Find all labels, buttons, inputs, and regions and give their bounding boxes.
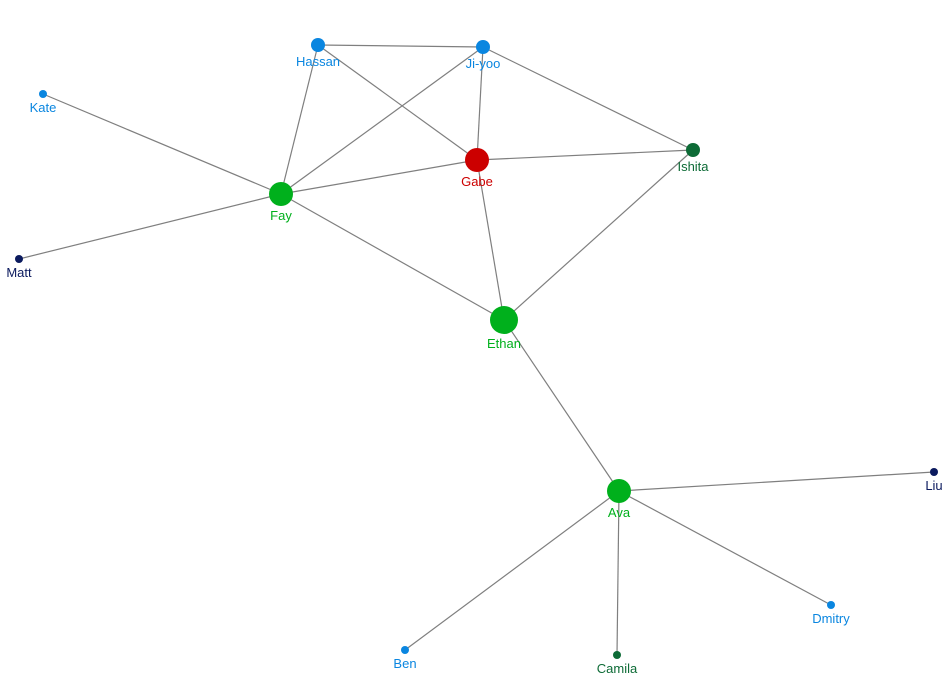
- node-label-hassan: Hassan: [296, 54, 340, 69]
- node-label-ben: Ben: [393, 656, 416, 671]
- node-hassan[interactable]: [311, 38, 325, 52]
- node-label-ava: Ava: [608, 505, 631, 520]
- edge-ava-camila: [616, 490, 620, 656]
- node-ethan[interactable]: [490, 306, 518, 334]
- node-label-jiyoo: Ji-yoo: [466, 56, 501, 71]
- edge-hassan-fay: [280, 44, 319, 195]
- node-label-dmitry: Dmitry: [812, 611, 850, 626]
- node-kate[interactable]: [39, 90, 47, 98]
- node-liu[interactable]: [930, 468, 938, 476]
- node-jiyoo[interactable]: [476, 40, 490, 54]
- node-ava[interactable]: [607, 479, 631, 503]
- node-label-ethan: Ethan: [487, 336, 521, 351]
- node-ishita[interactable]: [686, 143, 700, 157]
- edge-ava-dmitry: [618, 490, 832, 606]
- edge-ethan-ava: [503, 319, 620, 492]
- node-layer: [15, 38, 938, 659]
- node-camila[interactable]: [613, 651, 621, 659]
- edge-hassan-jiyoo: [317, 44, 484, 48]
- node-matt[interactable]: [15, 255, 23, 263]
- edge-kate-fay: [42, 93, 282, 195]
- node-label-matt: Matt: [6, 265, 32, 280]
- edge-fay-ethan: [280, 193, 505, 321]
- node-label-liu: Liu: [925, 478, 942, 493]
- edge-gabe-ishita: [476, 149, 694, 161]
- node-gabe[interactable]: [465, 148, 489, 172]
- node-label-fay: Fay: [270, 208, 292, 223]
- node-ben[interactable]: [401, 646, 409, 654]
- edge-gabe-ethan: [476, 159, 505, 321]
- node-dmitry[interactable]: [827, 601, 835, 609]
- edge-ava-liu: [618, 471, 935, 492]
- edge-hassan-gabe: [317, 44, 478, 161]
- node-label-ishita: Ishita: [677, 159, 709, 174]
- node-label-kate: Kate: [30, 100, 57, 115]
- edge-jiyoo-fay: [280, 46, 484, 195]
- node-label-camila: Camila: [597, 661, 638, 676]
- edge-matt-fay: [18, 193, 282, 260]
- node-fay[interactable]: [269, 182, 293, 206]
- edge-layer: [18, 44, 935, 656]
- edge-fay-gabe: [280, 159, 478, 195]
- node-label-gabe: Gabe: [461, 174, 493, 189]
- edge-ishita-ethan: [503, 149, 694, 321]
- edge-jiyoo-gabe: [476, 46, 484, 161]
- edge-jiyoo-ishita: [482, 46, 694, 151]
- edge-ava-ben: [404, 490, 620, 651]
